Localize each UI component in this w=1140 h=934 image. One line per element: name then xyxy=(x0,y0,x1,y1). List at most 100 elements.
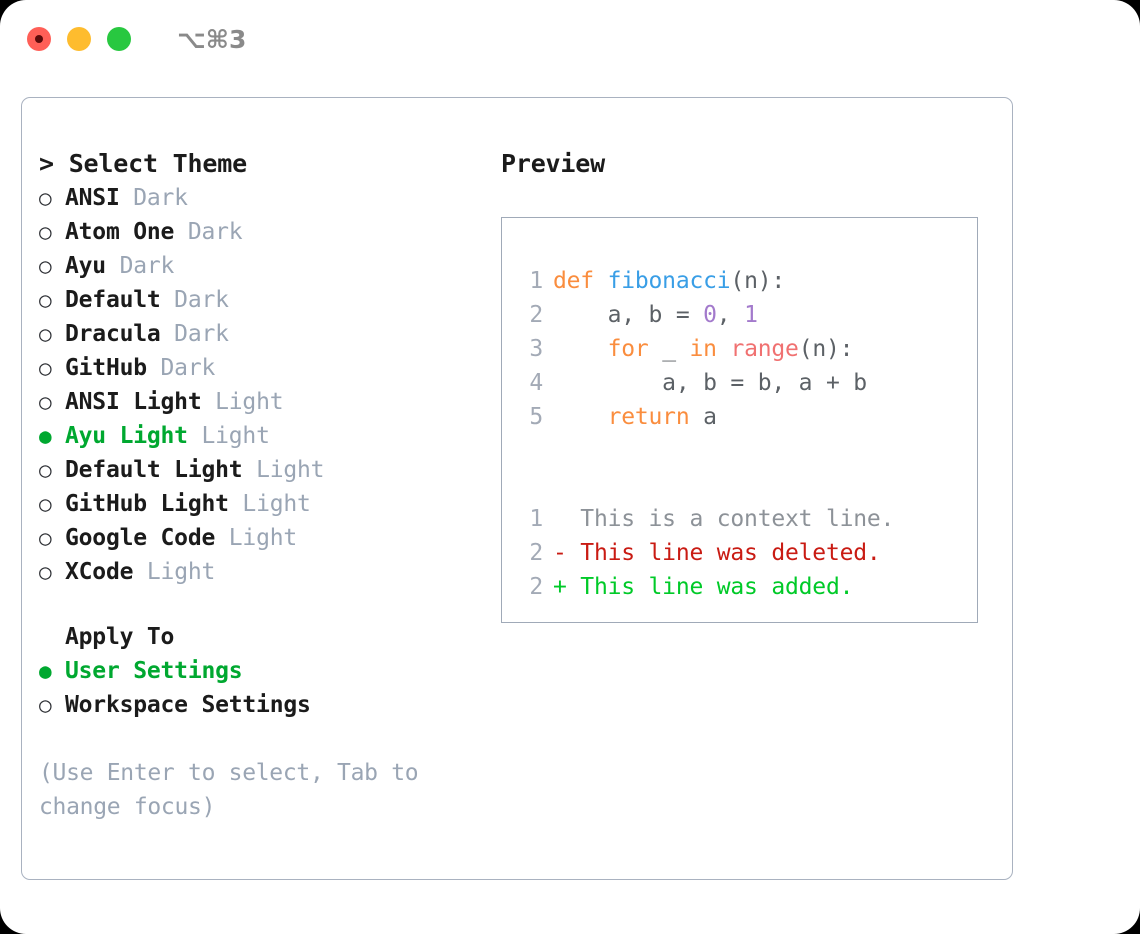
radio-selected-icon: ● xyxy=(39,424,52,448)
code-token: (n): xyxy=(798,336,854,362)
theme-option-default[interactable]: ○Default Dark xyxy=(39,283,469,317)
line-number: 2 xyxy=(529,574,543,600)
code-token: , xyxy=(716,302,745,328)
line-number: 1 xyxy=(529,268,543,294)
code-line: 3 for _ in range(n): xyxy=(511,332,977,366)
theme-option-label: ANSI Light xyxy=(65,389,202,415)
apply-to-option-user-settings[interactable]: ●User Settings xyxy=(39,654,469,688)
code-token: for xyxy=(607,336,649,362)
apply-to-list: ●User Settings ○ Workspace Settings xyxy=(39,654,469,722)
theme-option-category: Light xyxy=(187,423,270,449)
apply-to-option-label: Workspace Settings xyxy=(65,692,311,718)
diff-line: 2 + This line was added. xyxy=(511,570,977,604)
code-line-content: This is a context line. xyxy=(553,502,894,536)
theme-option-default-light[interactable]: ○Default Light Light xyxy=(39,453,469,487)
code-line-content: def fibonacci(n): xyxy=(553,264,785,298)
theme-option-ansi[interactable]: ○ ANSI Dark xyxy=(39,181,469,215)
code-token: _ xyxy=(648,336,690,362)
spacer xyxy=(511,468,977,502)
code-token: range xyxy=(730,336,799,362)
code-sample: 1 def fibonacci(n): 2 a, b = 0, 1 3 for _ i… xyxy=(511,264,977,434)
radio-unselected-icon: ○ xyxy=(39,526,52,550)
code-token: a, b = xyxy=(553,302,704,328)
maximize-button[interactable] xyxy=(107,27,131,51)
theme-option-label: ANSI xyxy=(65,185,120,211)
code-token: (n): xyxy=(730,268,786,294)
preview-title: Preview xyxy=(501,149,605,178)
close-button[interactable] xyxy=(27,27,51,51)
keyboard-hint: (Use Enter to select, Tab to change focu… xyxy=(39,760,419,820)
apply-to-option-workspace-settings[interactable]: ○ Workspace Settings xyxy=(39,688,469,722)
code-token xyxy=(553,336,608,362)
page-title: > Select Theme xyxy=(39,149,247,178)
code-line-content: + This line was added. xyxy=(553,570,853,604)
code-token: This is a context line. xyxy=(553,506,895,532)
spacer xyxy=(39,589,469,620)
close-icon xyxy=(35,35,43,43)
theme-option-category: Dark xyxy=(105,253,175,279)
theme-option-github-light[interactable]: ○ GitHub Light Light xyxy=(39,487,469,521)
code-token: a, b = b, a + b xyxy=(553,370,867,396)
code-line-content: - This line was deleted. xyxy=(553,536,881,570)
theme-option-category: Dark xyxy=(146,355,216,381)
theme-option-ayu-light[interactable]: ● Ayu Light Light xyxy=(39,419,469,453)
preview-column: Preview 1 def fibonacci(n): 2 a, b = 0, 1 3… xyxy=(501,147,991,623)
radio-unselected-icon: ○ xyxy=(39,220,52,244)
diff-line: 2 - This line was deleted. xyxy=(511,536,977,570)
minimize-button[interactable] xyxy=(67,27,91,51)
window-controls xyxy=(27,27,131,51)
theme-option-google-code[interactable]: ○ Google Code Light xyxy=(39,521,469,555)
theme-option-label: XCode xyxy=(65,559,134,585)
radio-selected-icon: ● xyxy=(39,659,52,683)
line-number: 2 xyxy=(529,302,543,328)
keyboard-shortcut-label: ⌥⌘3 xyxy=(177,24,247,54)
theme-option-label: GitHub xyxy=(65,355,147,381)
code-token: - This line was deleted. xyxy=(553,540,881,566)
theme-option-xcode[interactable]: ○ XCode Light xyxy=(39,555,469,589)
radio-unselected-icon: ○ xyxy=(39,458,52,482)
theme-option-dracula[interactable]: ○Dracula Dark xyxy=(39,317,469,351)
theme-option-atom-one[interactable]: ○Atom One Dark xyxy=(39,215,469,249)
line-number: 2 xyxy=(529,540,543,566)
theme-option-category: Dark xyxy=(119,185,188,211)
spacer xyxy=(511,434,977,468)
code-token: + This line was added. xyxy=(553,574,854,600)
theme-option-category: Light xyxy=(228,491,311,517)
theme-option-label: Ayu Light xyxy=(65,423,188,449)
code-token: 1 xyxy=(744,302,758,328)
theme-option-github[interactable]: ○ GitHub Dark xyxy=(39,351,469,385)
radio-unselected-icon: ○ xyxy=(39,560,52,584)
preview-box: 1 def fibonacci(n): 2 a, b = 0, 1 3 for _ i… xyxy=(501,217,978,623)
code-token: in xyxy=(689,336,717,362)
theme-option-label: Atom One xyxy=(65,219,175,245)
line-number: 5 xyxy=(529,404,543,430)
theme-option-label: Google Code xyxy=(65,525,216,551)
code-token: a xyxy=(689,404,717,430)
theme-option-label: GitHub Light xyxy=(65,491,229,517)
code-line: 1 def fibonacci(n): xyxy=(511,264,977,298)
radio-unselected-icon: ○ xyxy=(39,254,52,278)
radio-unselected-icon: ○ xyxy=(39,693,52,717)
code-token: return xyxy=(607,404,690,430)
theme-list: ○ANSI Dark○Atom One Dark○Ayu Dark○Defaul… xyxy=(39,181,469,589)
apply-to-heading: Apply To xyxy=(65,624,175,650)
code-line-content: a, b = b, a + b xyxy=(553,366,867,400)
theme-option-ansi-light[interactable]: ○ANSI Light Light xyxy=(39,385,469,419)
radio-unselected-icon: ○ xyxy=(39,390,52,414)
code-token: 0 xyxy=(703,302,717,328)
radio-unselected-icon: ○ xyxy=(39,356,52,380)
theme-option-label: Default xyxy=(65,287,161,313)
radio-unselected-icon: ○ xyxy=(39,322,52,346)
radio-unselected-icon: ○ xyxy=(39,186,52,210)
line-number: 3 xyxy=(529,336,543,362)
radio-unselected-icon: ○ xyxy=(39,492,52,516)
theme-option-category: Light xyxy=(133,559,216,585)
theme-selector-panel: > Select Theme ○ANSI Dark○Atom One Dark○… xyxy=(21,97,1013,880)
title-bar: ⌥⌘3 xyxy=(0,0,1140,78)
code-line: 5 return a xyxy=(511,400,977,434)
theme-option-category: Light xyxy=(215,525,298,551)
code-line-content: return a xyxy=(553,400,717,434)
theme-option-category: Dark xyxy=(160,287,229,313)
theme-option-ayu[interactable]: ○Ayu Dark xyxy=(39,249,469,283)
